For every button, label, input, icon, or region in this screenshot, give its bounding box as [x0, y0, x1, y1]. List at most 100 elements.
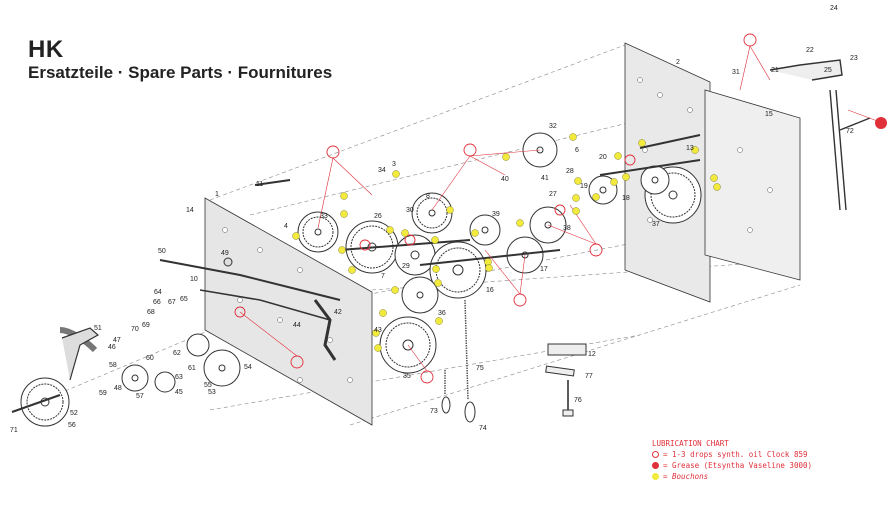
part-label-29: 29 — [402, 263, 410, 270]
legend-row-bouchons: = Bouchons — [652, 471, 812, 482]
legend-row-oil: = 1-3 drops synth. oil Clock 859 — [652, 449, 812, 460]
part-label-42: 42 — [334, 309, 342, 316]
brand-title: HK — [28, 36, 64, 63]
wheel-57 — [121, 364, 149, 392]
part-label-40: 40 — [501, 176, 509, 183]
front-plate — [204, 197, 373, 426]
lubrication-legend: LUBRICATION CHART = 1-3 drops synth. oil… — [652, 438, 812, 482]
part-label-65: 65 — [180, 296, 188, 303]
part-label-23: 23 — [850, 55, 858, 62]
part-label-50: 50 — [158, 248, 166, 255]
part-label-18: 18 — [622, 195, 630, 202]
part-label-25: 25 — [824, 67, 832, 74]
part-label-19: 19 — [580, 183, 588, 190]
bouchon-dot-icon — [652, 473, 659, 480]
part-label-3: 3 — [392, 161, 396, 168]
part-label-57: 57 — [136, 393, 144, 400]
small-parts — [441, 343, 587, 423]
wheel-36 — [401, 276, 439, 314]
part-label-52: 52 — [70, 410, 78, 417]
part-label-48: 48 — [114, 385, 122, 392]
part-label-77: 77 — [585, 373, 593, 380]
grease-dot-icon — [652, 462, 659, 469]
part-label-12: 12 — [588, 351, 596, 358]
legend-oil-text: = 1-3 drops synth. oil Clock 859 — [663, 450, 808, 459]
part-label-41: 41 — [541, 175, 549, 182]
legend-title: LUBRICATION CHART — [652, 439, 729, 448]
page-subtitle: Ersatzteile · Spare Parts · Fournitures — [28, 63, 333, 82]
part-label-26: 26 — [374, 213, 382, 220]
part-label-15: 15 — [765, 111, 773, 118]
legend-grease-text: = Grease (Etsyntha Vaseline 3000) — [663, 461, 813, 470]
part-label-45: 45 — [175, 389, 183, 396]
part-label-72: 72 — [846, 128, 854, 135]
part-label-49: 49 — [221, 250, 229, 257]
part-label-30: 30 — [406, 207, 414, 214]
part-label-59: 59 — [99, 390, 107, 397]
part-label-68: 68 — [147, 309, 155, 316]
part-label-44: 44 — [293, 322, 301, 329]
wheel-39 — [469, 214, 501, 246]
bouchon-markers — [292, 133, 721, 352]
wheel-56 — [20, 377, 70, 427]
oil-leader-lines — [239, 45, 881, 372]
part-label-10: 10 — [190, 276, 198, 283]
part-label-70: 70 — [131, 326, 139, 333]
wheel-55 — [186, 333, 210, 357]
part-label-56: 56 — [68, 422, 76, 429]
part-label-1: 1 — [215, 191, 219, 198]
part-label-27: 27 — [549, 191, 557, 198]
part-label-51: 51 — [94, 325, 102, 332]
part-label-76: 76 — [574, 397, 582, 404]
part-label-32: 32 — [549, 123, 557, 130]
part-label-14: 14 — [186, 207, 194, 214]
part-label-61: 61 — [188, 365, 196, 372]
part-label-58: 58 — [109, 362, 117, 369]
part-label-75: 75 — [476, 365, 484, 372]
part-label-39: 39 — [492, 211, 500, 218]
part-label-16: 16 — [486, 287, 494, 294]
part-label-4: 4 — [284, 223, 288, 230]
part-label-71: 71 — [10, 427, 18, 434]
part-label-63: 63 — [175, 374, 183, 381]
grease-marker — [875, 117, 887, 129]
legend-row-grease: = Grease (Etsyntha Vaseline 3000) — [652, 460, 812, 471]
wheel-18 — [640, 165, 670, 195]
part-label-2: 2 — [676, 59, 680, 66]
part-label-53: 53 — [208, 389, 216, 396]
part-number-labels: 1 2 3 4 6 7 8 10 11 12 13 14 15 16 17 18… — [10, 5, 858, 434]
wheel-30 — [411, 192, 453, 234]
part-label-31: 31 — [732, 69, 740, 76]
part-label-21: 21 — [771, 67, 779, 74]
part-label-28: 28 — [566, 168, 574, 175]
part-label-33: 33 — [320, 213, 328, 220]
part-label-20: 20 — [599, 154, 607, 161]
part-label-62: 62 — [173, 350, 181, 357]
part-label-47: 47 — [113, 337, 121, 344]
part-label-43: 43 — [374, 327, 382, 334]
part-label-66: 66 — [153, 299, 161, 306]
part-label-11: 11 — [256, 181, 263, 188]
part-label-69: 69 — [142, 322, 150, 329]
wheel-54 — [203, 349, 241, 387]
part-label-60: 60 — [146, 355, 154, 362]
wheel-45 — [154, 371, 176, 393]
anchor-51 — [61, 327, 100, 381]
part-label-24: 24 — [830, 5, 838, 12]
part-label-35: 35 — [403, 373, 411, 380]
wheel-33 — [297, 211, 339, 253]
part-label-38: 38 — [563, 225, 571, 232]
part-label-55: 55 — [204, 382, 212, 389]
part-label-74: 74 — [479, 425, 487, 432]
part-label-46: 46 — [108, 344, 116, 351]
part-label-54: 54 — [244, 364, 252, 371]
part-label-22: 22 — [806, 47, 814, 54]
rack-assembly — [769, 59, 871, 211]
part-label-6: 6 — [575, 147, 579, 154]
part-label-17: 17 — [540, 266, 548, 273]
wheel-16 — [429, 241, 487, 299]
part-label-37: 37 — [652, 221, 660, 228]
legend-bouchon-text: = Bouchons — [663, 472, 709, 481]
